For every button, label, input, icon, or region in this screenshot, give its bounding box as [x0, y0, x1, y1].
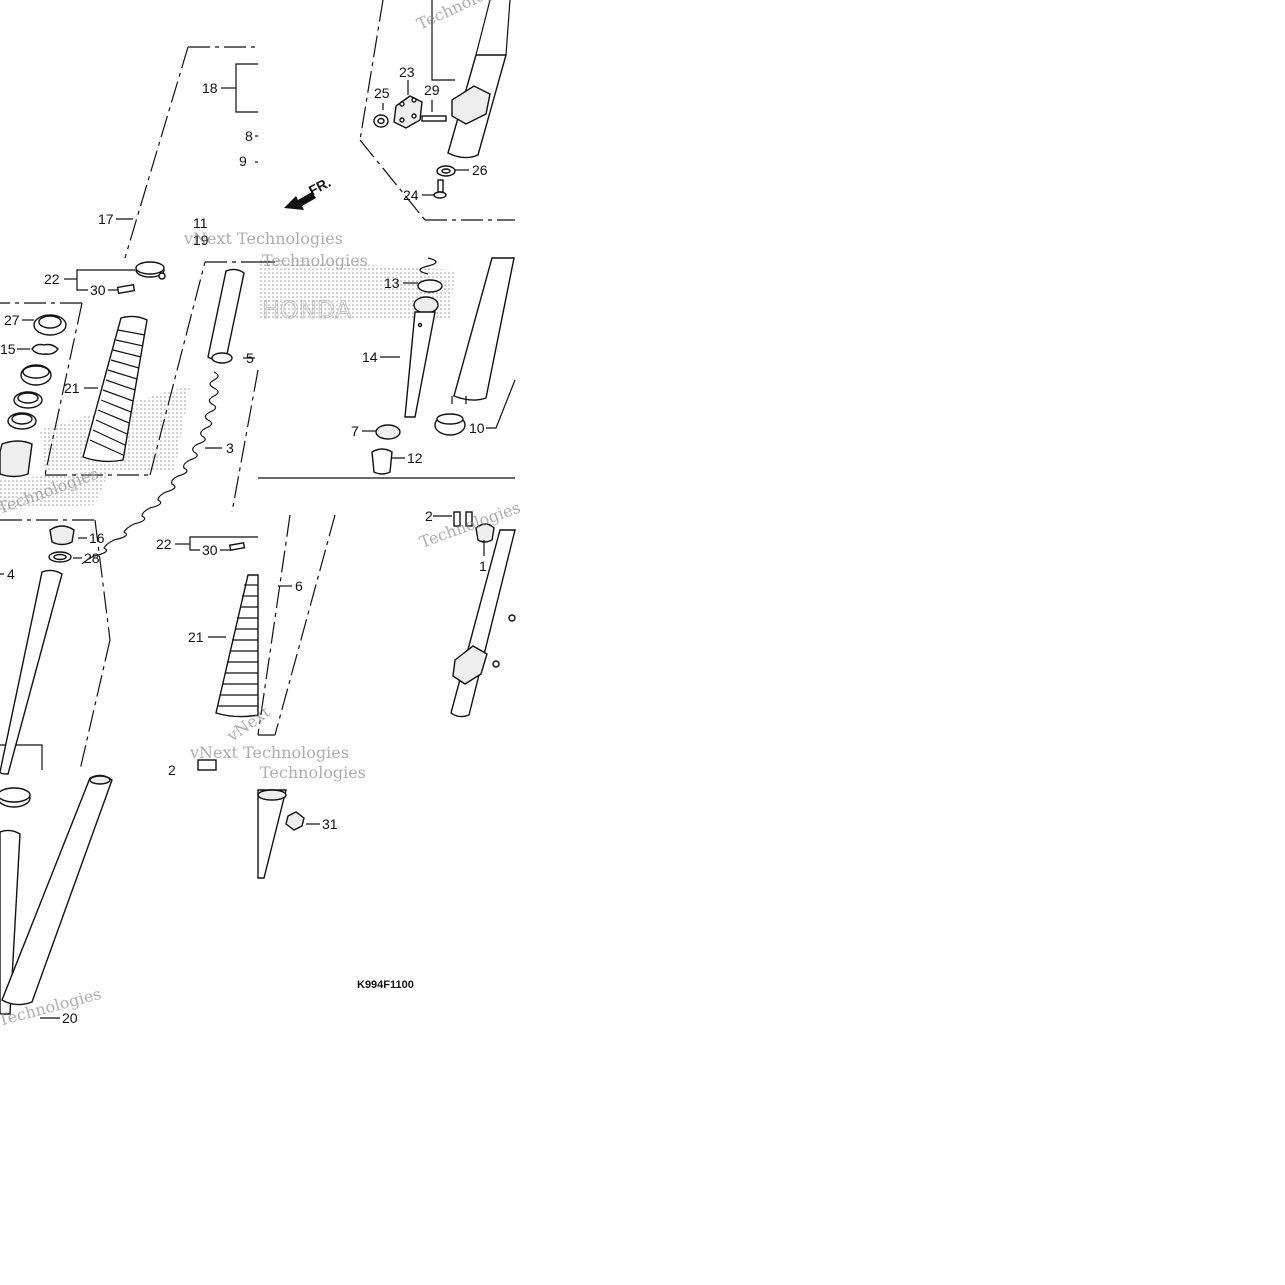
label-8: 8	[245, 128, 253, 144]
label-4: 4	[7, 566, 15, 582]
label-26: 26	[472, 162, 488, 178]
tile-bottom-left	[0, 519, 111, 775]
label-22b: 22	[156, 536, 172, 552]
label-2b: 2	[168, 762, 176, 778]
tile-bottom-middle	[175, 514, 336, 771]
label-12: 12	[407, 450, 423, 466]
tile-bottom-right	[433, 511, 516, 718]
label-3: 3	[226, 440, 234, 456]
fork-spring	[81, 371, 219, 565]
tile-lower-left	[0, 774, 113, 1019]
label-14: 14	[362, 349, 378, 365]
label-20: 20	[62, 1010, 78, 1026]
tile-top-middle	[258, 0, 515, 263]
tile-lower-middle	[257, 789, 320, 879]
label-30: 30	[90, 282, 106, 298]
label-28: 28	[84, 550, 100, 566]
label-21: 21	[64, 380, 80, 396]
label-17: 17	[98, 211, 114, 227]
label-23: 23	[399, 64, 415, 80]
label-6: 6	[295, 578, 303, 594]
label-24: 24	[403, 187, 419, 203]
label-9: 9	[239, 153, 247, 169]
watermark-technologies-4: Technologies	[260, 763, 366, 782]
label-31: 31	[322, 816, 338, 832]
label-13: 13	[384, 275, 400, 291]
watermark-technologies-1: Technologies	[414, 0, 518, 34]
dust-boot	[82, 315, 148, 463]
dust-boot-lower	[215, 574, 259, 718]
label-11: 11	[193, 215, 208, 231]
tile-top-left	[0, 46, 316, 565]
watermark-honda: HONDA	[262, 296, 352, 324]
label-27: 27	[4, 312, 20, 328]
label-18: 18	[202, 80, 218, 96]
label-10: 10	[469, 420, 485, 436]
label-22: 22	[44, 271, 60, 287]
label-21b: 21	[188, 629, 204, 645]
watermark-technologies-6: Technologies	[262, 251, 368, 270]
watermark-vnext-1: vNext Technologies	[183, 229, 343, 248]
label-25: 25	[374, 85, 390, 101]
front-arrow-icon	[284, 192, 316, 210]
label-16: 16	[89, 530, 105, 546]
label-15: 15	[0, 341, 16, 357]
diagram-code: K994F1100	[357, 979, 414, 991]
watermark-vnext-2: vNext Technologies	[189, 743, 349, 762]
label-1: 1	[479, 558, 487, 574]
part-labels: 18 8 9 17 11 19 22 30 27 15 21 5 3 23 29…	[0, 64, 488, 1026]
label-30b: 30	[202, 542, 218, 558]
label-2: 2	[425, 508, 433, 524]
tile-middle-center	[258, 257, 516, 479]
label-7: 7	[351, 423, 359, 439]
label-29: 29	[424, 82, 440, 98]
label-19: 19	[193, 232, 209, 248]
label-5: 5	[246, 350, 254, 366]
